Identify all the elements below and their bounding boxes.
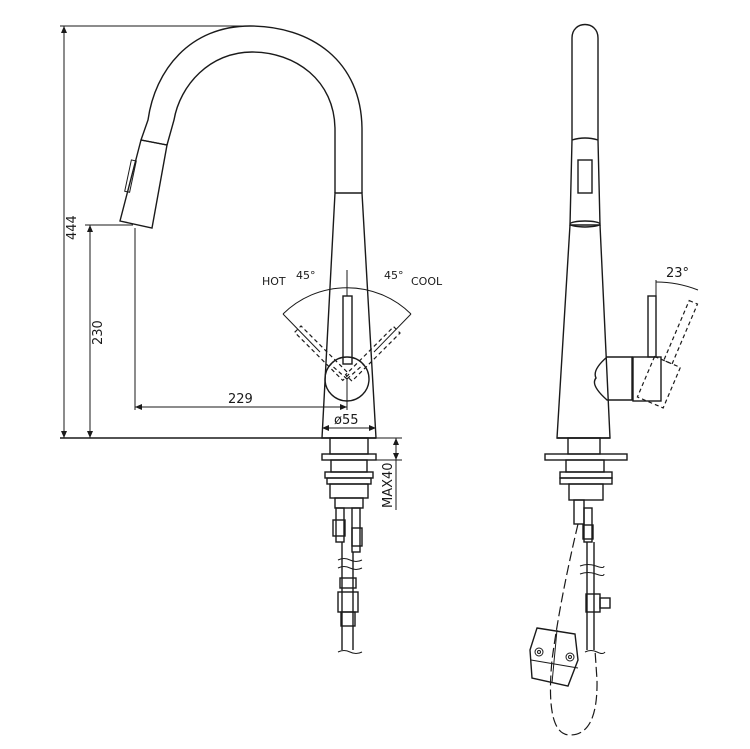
hot-label: HOT <box>262 275 286 288</box>
handle-hot-position <box>293 325 350 382</box>
mounting-shank <box>330 459 368 473</box>
dim-spout-height: 230 <box>91 320 106 345</box>
side-handle-lever <box>647 295 657 358</box>
dim-spout-reach: 229 <box>228 392 253 407</box>
dim-base-diameter: ø55 <box>334 413 359 428</box>
deck-plate <box>321 453 377 461</box>
mounting-nut <box>329 483 369 499</box>
side-handle-housing <box>593 356 633 401</box>
spout-outer-arc <box>140 25 363 193</box>
side-body <box>556 224 611 439</box>
cool-label: COOL <box>411 275 443 288</box>
side-view: 23° <box>529 23 699 736</box>
spray-button <box>124 159 137 193</box>
pull-down-hose-loop <box>549 523 598 736</box>
dim-total-height: 444 <box>65 215 80 240</box>
cool-angle: 45° <box>384 269 404 282</box>
base-collar <box>329 437 369 455</box>
check-valve <box>337 591 359 613</box>
supply-hoses <box>332 507 363 654</box>
handle-lever <box>342 295 353 365</box>
side-spout <box>571 23 599 140</box>
spout-inner-arc <box>166 51 336 193</box>
handle-cool-position <box>344 325 401 382</box>
hot-angle: 45° <box>296 269 316 282</box>
spray-nozzle <box>569 220 601 228</box>
dim-max-deck: MAX40 <box>381 462 396 508</box>
side-spray-button <box>577 159 593 194</box>
front-view: HOT 45° 45° COOL 444 <box>60 25 443 654</box>
spray-head <box>119 139 168 229</box>
side-check-valve <box>585 593 601 613</box>
tilt-angle: 23° <box>666 266 689 281</box>
side-spray-head <box>569 139 601 226</box>
hose-weight <box>529 627 579 687</box>
side-deck-plate <box>544 453 628 461</box>
side-handle-base <box>632 356 662 402</box>
